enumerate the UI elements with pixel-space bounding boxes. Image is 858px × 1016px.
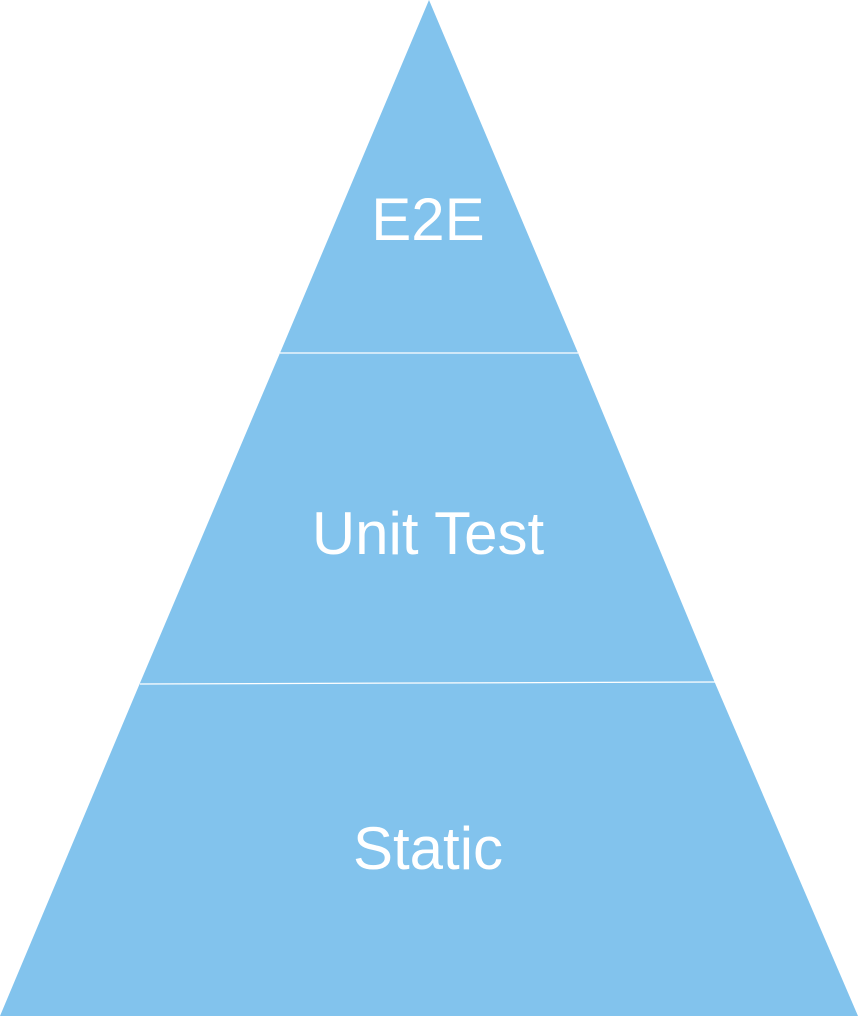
tier-label-unit-test: Unit Test — [312, 500, 545, 567]
tier-divider-bottom — [139, 681, 716, 685]
tier-label-e2e: E2E — [371, 186, 484, 253]
pyramid-tier-bottom — [0, 683, 858, 1016]
pyramid-tier-top — [280, 0, 578, 353]
tier-label-static: Static — [353, 815, 503, 882]
pyramid-tier-middle — [140, 353, 715, 683]
